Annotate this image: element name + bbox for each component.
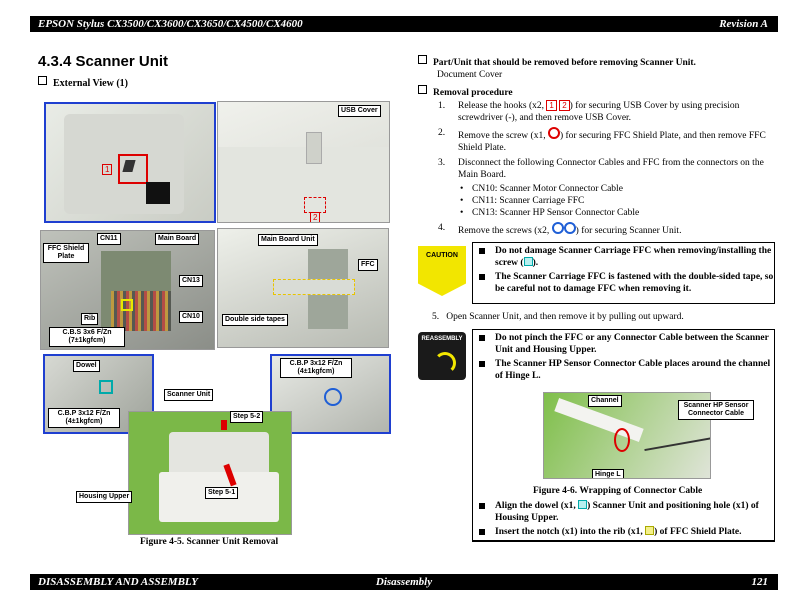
footer-section: DISASSEMBLY AND ASSEMBLY	[38, 576, 198, 588]
cyan-square-icon	[578, 500, 588, 509]
page-header: EPSON Stylus CX3500/CX3600/CX3650/CX4500…	[30, 16, 778, 32]
removal-steps: 1.Release the hooks (x2, 1 2) for securi…	[432, 100, 772, 240]
screw-cbs-label: C.B.S 3x6 F/Zn (7±1kgfcm)	[49, 327, 125, 347]
step-5: 5. Open Scanner Unit, and then remove it…	[432, 312, 684, 322]
marker-2: 2	[559, 100, 570, 111]
usb-cover-label: USB Cover	[338, 105, 381, 117]
step-item: 3.Disconnect the following Connector Cab…	[432, 157, 772, 219]
figure-4-6-caption: Figure 4-6. Wrapping of Connector Cable	[533, 486, 703, 496]
reassembly-item: Insert the notch (x1) into the rib (x1, …	[473, 526, 774, 538]
header-title: EPSON Stylus CX3500/CX3600/CX3650/CX4500…	[38, 18, 303, 30]
section-title: 4.3.4 Scanner Unit	[38, 53, 169, 70]
main-board-label: Main Board	[155, 233, 200, 245]
screw-cbp-right-label: C.B.P 3x12 F/Zn (4±1kgfcm)	[280, 358, 352, 378]
connector-item: •CN10: Scanner Motor Connector Cable	[460, 184, 623, 194]
ffc-shield-plate-label: FFC Shield Plate	[43, 243, 89, 263]
double-side-tapes-label: Double side tapes	[222, 314, 288, 326]
cn10-label: CN10	[179, 311, 203, 323]
step-item: 2.Remove the screw (x1, ) for securing F…	[438, 127, 766, 153]
hook-1-marker	[118, 154, 148, 184]
page-footer: DISASSEMBLY AND ASSEMBLY Disassembly 121	[30, 574, 778, 590]
caution-icon: CAUTION	[418, 246, 466, 296]
main-board-unit-label: Main Board Unit	[258, 234, 318, 246]
reassembly-box-2: Align the dowel (x1, ) Scanner Unit and …	[472, 498, 775, 541]
hinge-l-label: Hinge L	[592, 469, 624, 478]
hp-sensor-cable-label: Scanner HP Sensor Connector Cable	[678, 400, 754, 420]
marker-1: 1	[546, 100, 557, 111]
scanner-unit-photo	[128, 411, 292, 535]
channel-label: Channel	[588, 395, 622, 407]
reassembly-box: Do not pinch the FFC or any Connector Ca…	[472, 329, 775, 542]
yellow-square-icon	[645, 526, 655, 535]
cn13-label: CN13	[179, 275, 203, 287]
caution-item: Do not damage Scanner Carriage FFC when …	[473, 245, 774, 269]
scanner-unit-label: Scanner Unit	[164, 389, 214, 401]
ffc-label: FFC	[358, 259, 378, 271]
footer-page-number: 121	[751, 576, 769, 588]
figure-4-5-caption: Figure 4-5. Scanner Unit Removal	[140, 537, 279, 547]
part-item: Document Cover	[437, 70, 503, 80]
step-item: 1.Release the hooks (x2, 1 2) for securi…	[438, 100, 740, 123]
checkbox-icon	[38, 76, 47, 85]
caution-box: Do not damage Scanner Carriage FFC when …	[472, 242, 775, 304]
marker-2: 2	[310, 212, 321, 222]
reassembly-item: Do not pinch the FFC or any Connector Ca…	[473, 332, 774, 356]
part-heading: Part/Unit that should be removed before …	[418, 55, 696, 69]
rib-label: Rib	[81, 313, 99, 325]
step-5-2-label: Step 5-2	[230, 411, 264, 423]
ffc-photo: Main Board Unit FFC Double side tapes	[217, 228, 389, 348]
usb-hook-closeup-photo: 1	[44, 102, 216, 223]
reassembly-icon: REASSEMBLY	[418, 332, 466, 380]
reassembly-item: The Scanner HP Sensor Connector Cable pl…	[473, 358, 774, 382]
housing-upper-label: Housing Upper	[76, 491, 133, 503]
step-5-1-label: Step 5-1	[205, 487, 239, 499]
screw-cbp-left-label: C.B.P 3x12 F/Zn (4±1kgfcm)	[48, 408, 120, 428]
blue-circle-icon	[563, 222, 576, 234]
usb-cover-photo: USB Cover 2	[217, 101, 390, 223]
cn11-label: CN11	[97, 233, 121, 245]
red-circle-icon	[547, 127, 560, 139]
marker-1: 1	[102, 164, 113, 175]
main-board-photo: CN11 Main Board FFC Shield Plate CN13 CN…	[40, 230, 215, 350]
step-item: 4.Remove the screws (x2, ) for securing …	[438, 222, 682, 236]
dowel-label: Dowel	[73, 360, 100, 372]
checkbox-icon	[418, 85, 427, 94]
cyan-square-icon	[523, 257, 533, 266]
dowel-photo: Dowel C.B.P 3x12 F/Zn (4±1kgfcm)	[43, 354, 154, 434]
subheading: External View (1)	[38, 76, 128, 89]
checkbox-icon	[418, 55, 427, 64]
header-revision: Revision A	[719, 18, 768, 30]
reassembly-item: Align the dowel (x1, ) Scanner Unit and …	[473, 500, 774, 524]
caution-item: The Scanner Carriage FFC is fastened wit…	[473, 271, 774, 295]
connector-item: •CN11: Scanner Carriage FFC	[460, 196, 585, 206]
blue-circle-icon	[551, 222, 564, 234]
footer-center: Disassembly	[375, 576, 433, 588]
removal-heading: Removal procedure	[418, 85, 513, 99]
connector-item: •CN13: Scanner HP Sensor Connector Cable	[460, 208, 640, 218]
